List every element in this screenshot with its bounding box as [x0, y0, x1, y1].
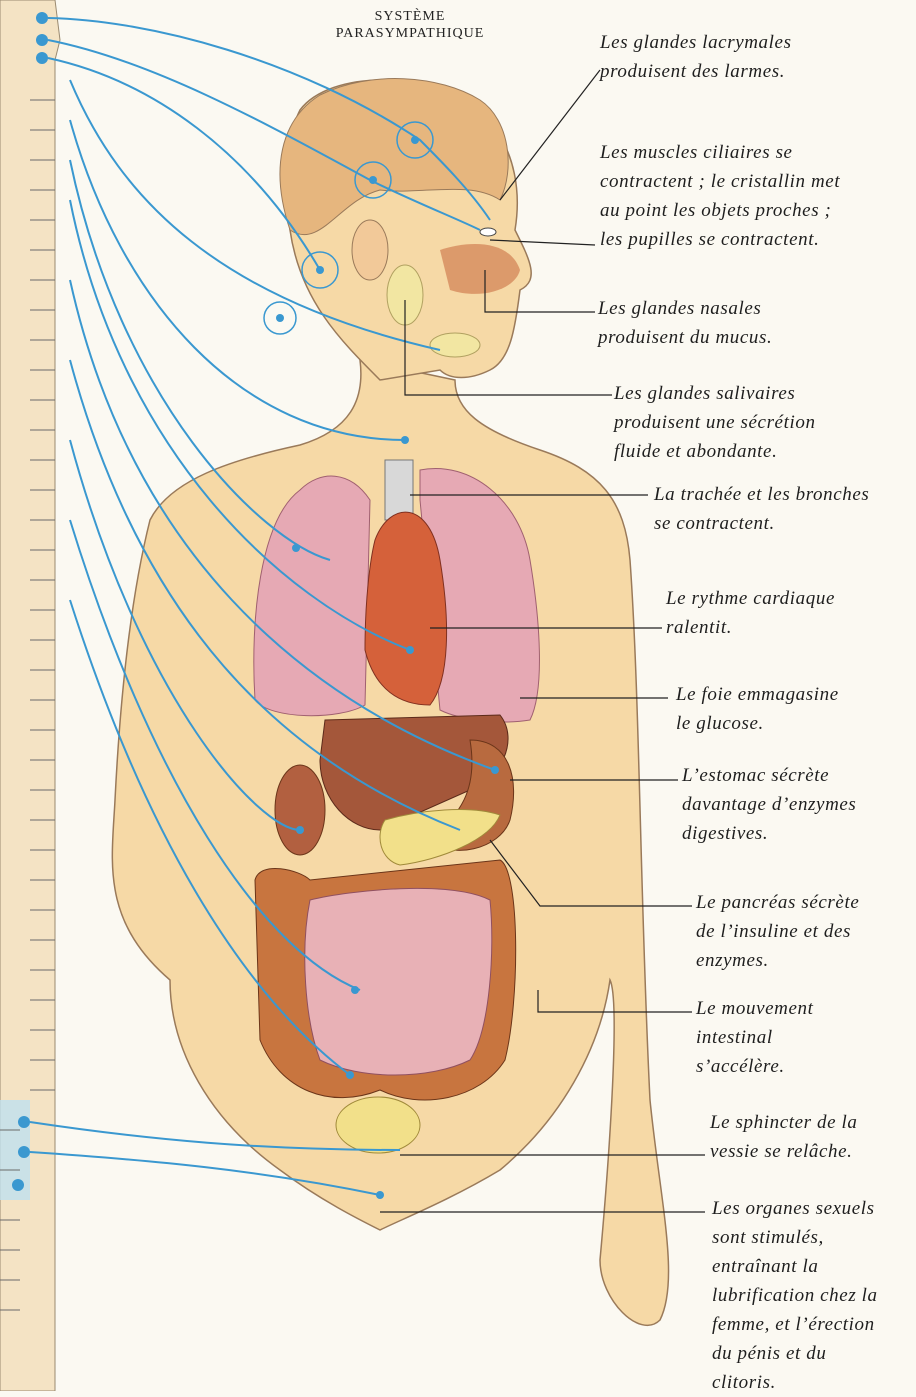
label-line: Le pancréas sécrète	[696, 888, 859, 917]
label-line: lubrification chez la	[712, 1281, 878, 1310]
label-line: le glucose.	[676, 709, 839, 738]
label-foie: Le foie emmagasine le glucose.	[676, 680, 839, 738]
label-line: contractent ; le cristallin met	[600, 167, 840, 196]
label-line: fluide et abondante.	[614, 437, 816, 466]
label-line: ralentit.	[666, 613, 835, 642]
label-line: sont stimulés,	[712, 1223, 878, 1252]
label-line: clitoris.	[712, 1368, 878, 1397]
label-cardiaque: Le rythme cardiaque ralentit.	[666, 584, 835, 642]
label-ciliaires: Les muscles ciliaires se contractent ; l…	[600, 138, 840, 254]
spinal-cord	[0, 0, 60, 1391]
label-line: produisent des larmes.	[600, 57, 792, 86]
label-nasales: Les glandes nasales produisent du mucus.	[598, 294, 772, 352]
label-trachee: La trachée et les bronches se contracten…	[654, 480, 869, 538]
trachea	[385, 460, 413, 520]
label-salivaires: Les glandes salivaires produisent une sé…	[614, 379, 816, 466]
label-line: produisent du mucus.	[598, 323, 772, 352]
kidney	[275, 765, 325, 855]
title-line-1: SYSTÈME	[300, 8, 520, 25]
label-line: enzymes.	[696, 946, 859, 975]
label-line: Les organes sexuels	[712, 1194, 878, 1223]
label-line: se contractent.	[654, 509, 869, 538]
label-intestin: Le mouvement intestinal s’accélère.	[696, 994, 813, 1081]
label-line: Le foie emmagasine	[676, 680, 839, 709]
label-line: de l’insuline et des	[696, 917, 859, 946]
label-vessie: Le sphincter de la vessie se relâche.	[710, 1108, 857, 1166]
label-line: s’accélère.	[696, 1052, 813, 1081]
heart	[365, 512, 447, 705]
label-line: Le sphincter de la	[710, 1108, 857, 1137]
label-line: Les glandes salivaires	[614, 379, 816, 408]
label-line: digestives.	[682, 819, 856, 848]
label-line: intestinal	[696, 1023, 813, 1052]
eye-icon	[480, 228, 496, 236]
label-line: au point les objets proches ;	[600, 196, 840, 225]
label-estomac: L’estomac sécrète davantage d’enzymes di…	[682, 761, 856, 848]
bladder	[336, 1097, 420, 1153]
organs	[254, 460, 540, 1153]
label-lacrymales: Les glandes lacrymales produisent des la…	[600, 28, 792, 86]
label-line: Le rythme cardiaque	[666, 584, 835, 613]
label-line: vessie se relâche.	[710, 1137, 857, 1166]
label-line: Les glandes lacrymales	[600, 28, 792, 57]
label-line: entraînant la	[712, 1252, 878, 1281]
label-line: femme, et l’érection	[712, 1310, 878, 1339]
label-pancreas: Le pancréas sécrète de l’insuline et des…	[696, 888, 859, 975]
label-line: les pupilles se contractent.	[600, 225, 840, 254]
diagram-title: SYSTÈME PARASYMPATHIQUE	[300, 8, 520, 42]
label-line: Les muscles ciliaires se	[600, 138, 840, 167]
label-line: du pénis et du	[712, 1339, 878, 1368]
label-line: L’estomac sécrète	[682, 761, 856, 790]
title-line-2: PARASYMPATHIQUE	[300, 25, 520, 42]
ear-icon	[352, 220, 388, 280]
label-line: La trachée et les bronches	[654, 480, 869, 509]
label-line: davantage d’enzymes	[682, 790, 856, 819]
label-line: Le mouvement	[696, 994, 813, 1023]
label-line: Les glandes nasales	[598, 294, 772, 323]
label-line: produisent une sécrétion	[614, 408, 816, 437]
label-sexuels: Les organes sexuels sont stimulés, entra…	[712, 1194, 878, 1397]
